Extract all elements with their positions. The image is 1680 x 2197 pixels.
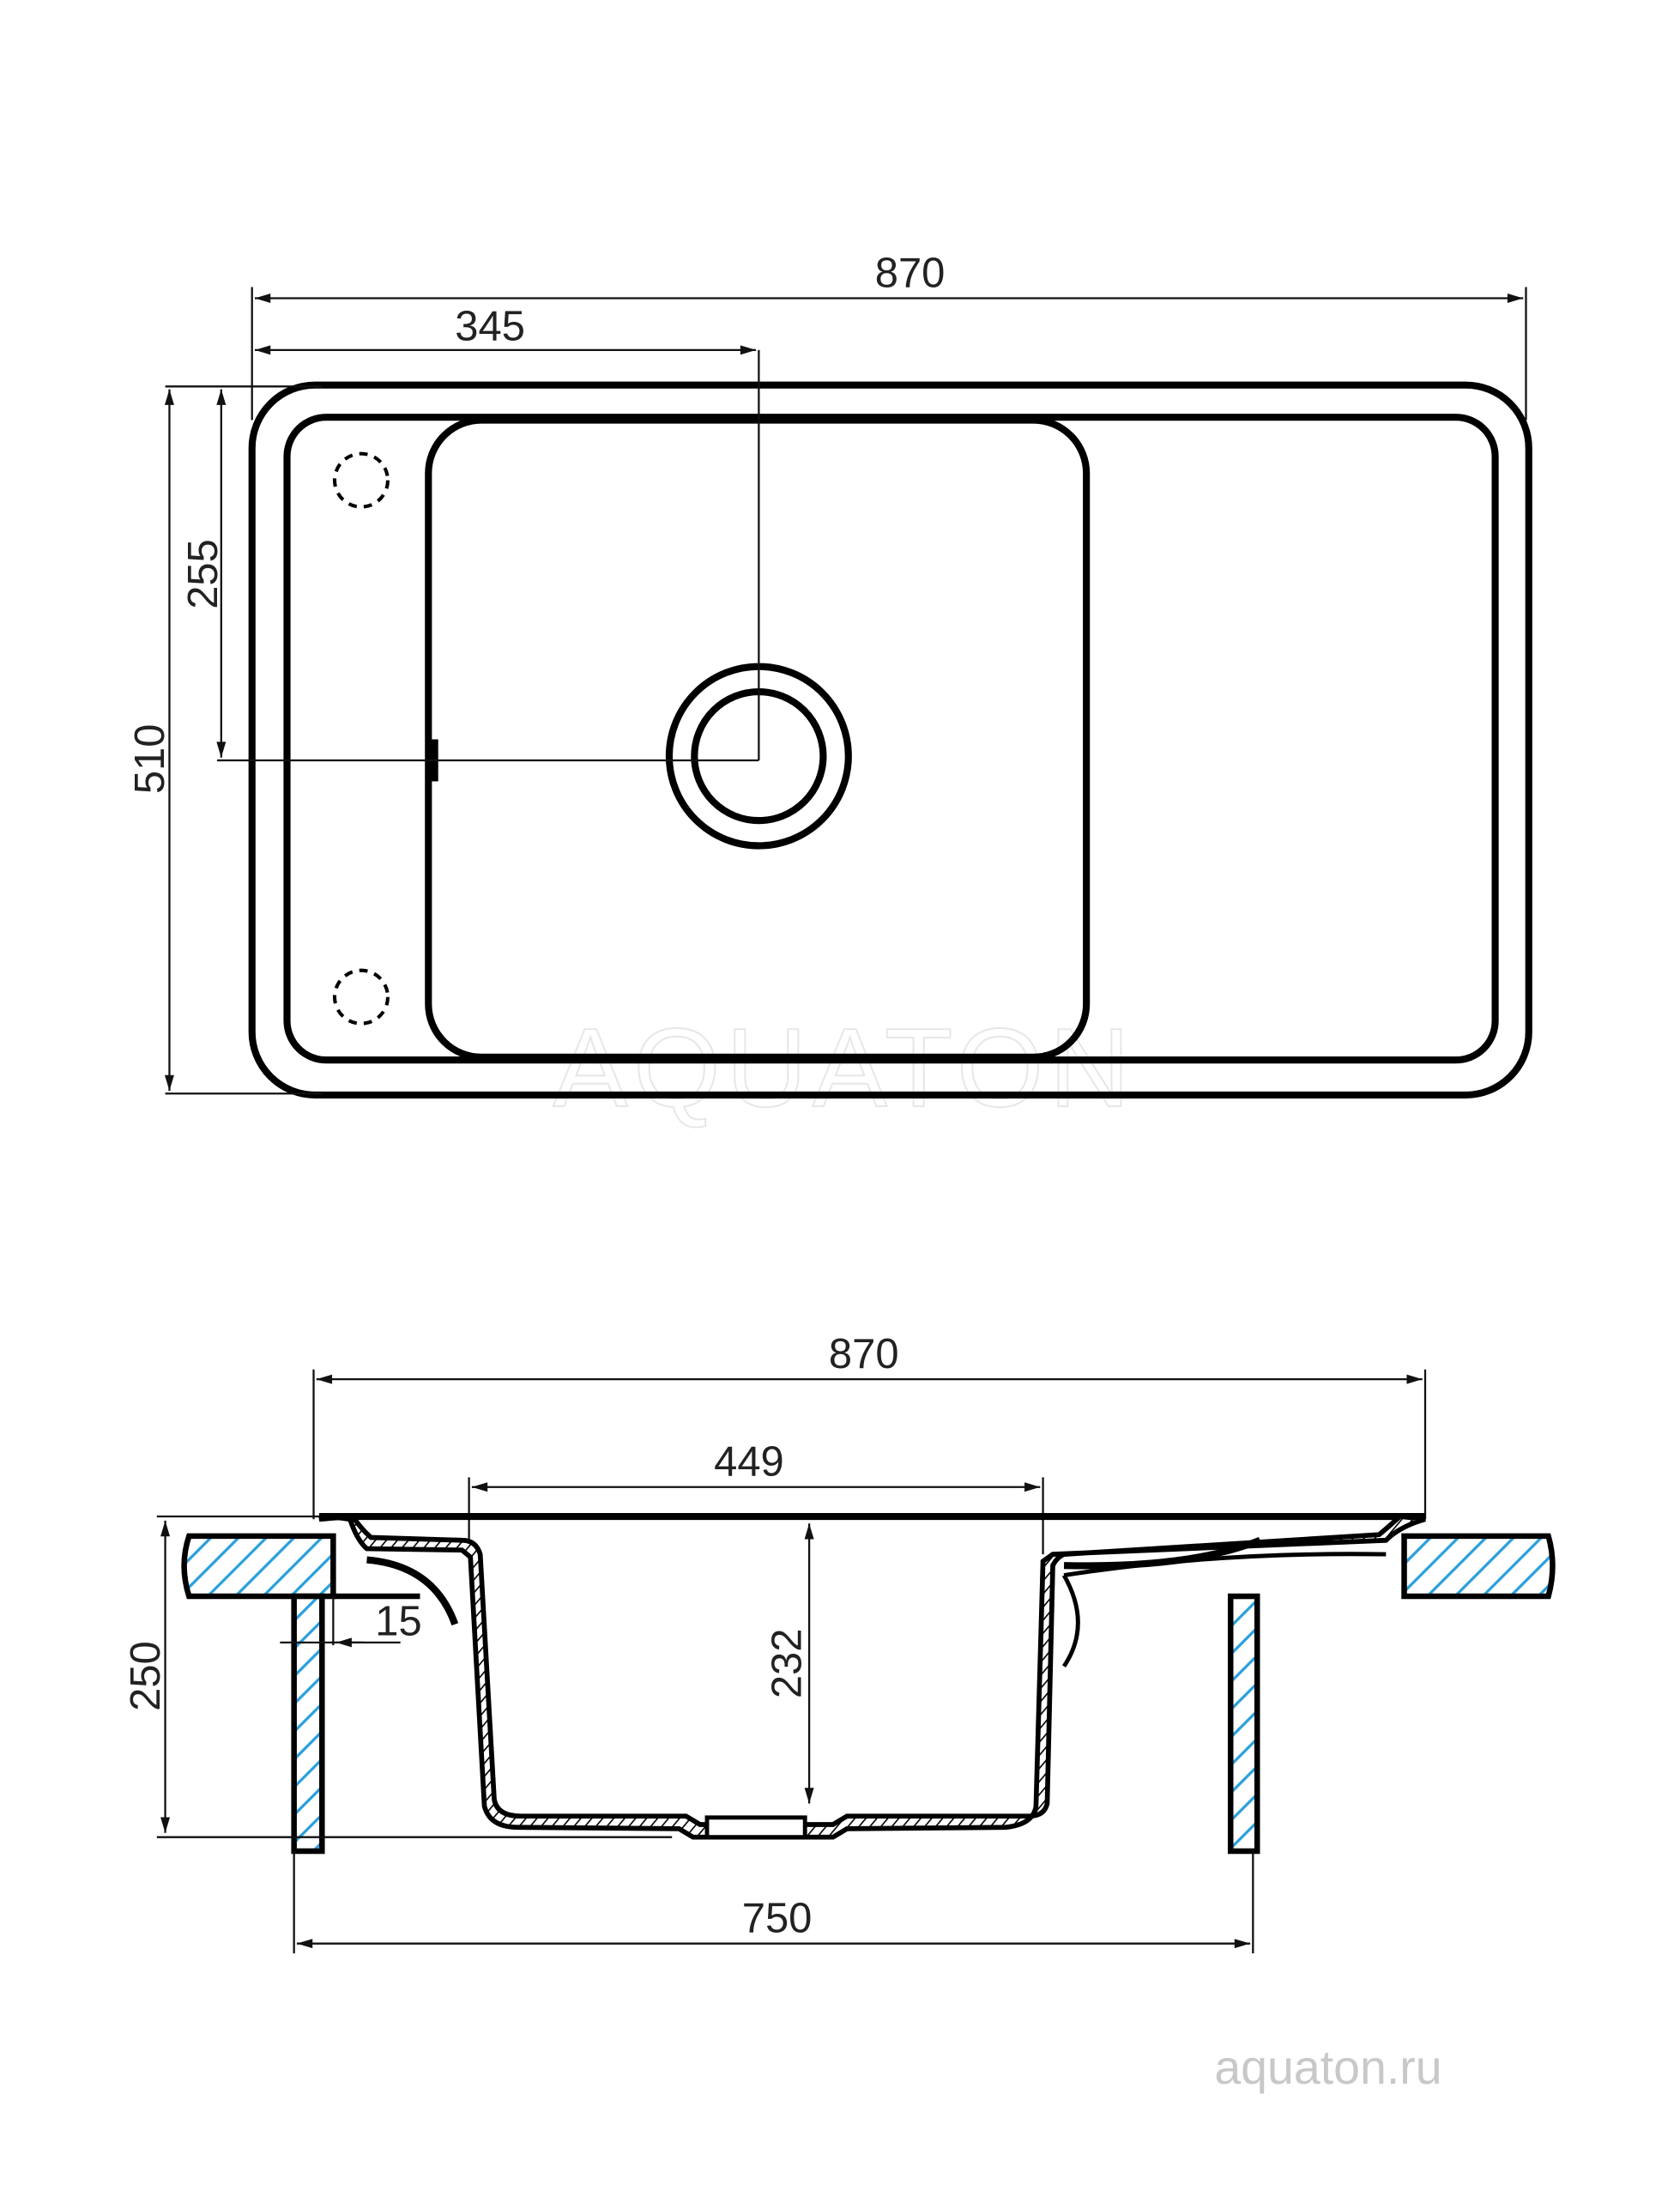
drain-outlet	[704, 1815, 807, 1840]
tap-hole-icon	[332, 968, 390, 1026]
dim-label-bowl-width: 449	[714, 1439, 784, 1486]
website-label: aquaton.ru	[1214, 2041, 1441, 2094]
tap-hole-icon	[332, 451, 390, 509]
side-view: 870 449 232 250 15 750	[123, 1331, 1556, 1954]
countertop-left	[181, 1533, 336, 1600]
dim-label-side-width: 870	[829, 1331, 899, 1377]
dim-label-overhang: 15	[375, 1599, 421, 1645]
cabinet-wall-left	[291, 1593, 325, 1855]
dim-label-drain-x: 345	[455, 303, 525, 349]
countertop-right	[1401, 1533, 1556, 1600]
dim-label-bowl-depth: 232	[764, 1629, 810, 1699]
watermark: AQUATON	[553, 1005, 1136, 1130]
sink-cross-section	[318, 1514, 1426, 1840]
overflow-channel	[366, 1556, 459, 1626]
bowl-outline	[425, 416, 1091, 1061]
dim-label-overall-width: 870	[875, 250, 946, 296]
sink-outer-rim	[248, 381, 1532, 1098]
dim-label-drain-y: 255	[180, 539, 227, 609]
dim-label-total-height: 250	[123, 1641, 169, 1711]
dim-label-overall-depth: 510	[127, 724, 173, 795]
cabinet-wall-right	[1227, 1593, 1260, 1855]
sink-inner-rim	[283, 414, 1499, 1064]
top-view: AQUATON 870 345 255 510	[127, 250, 1532, 1131]
dim-label-cabinet-width: 750	[742, 1896, 813, 1942]
deck-rib	[1061, 1552, 1387, 1667]
